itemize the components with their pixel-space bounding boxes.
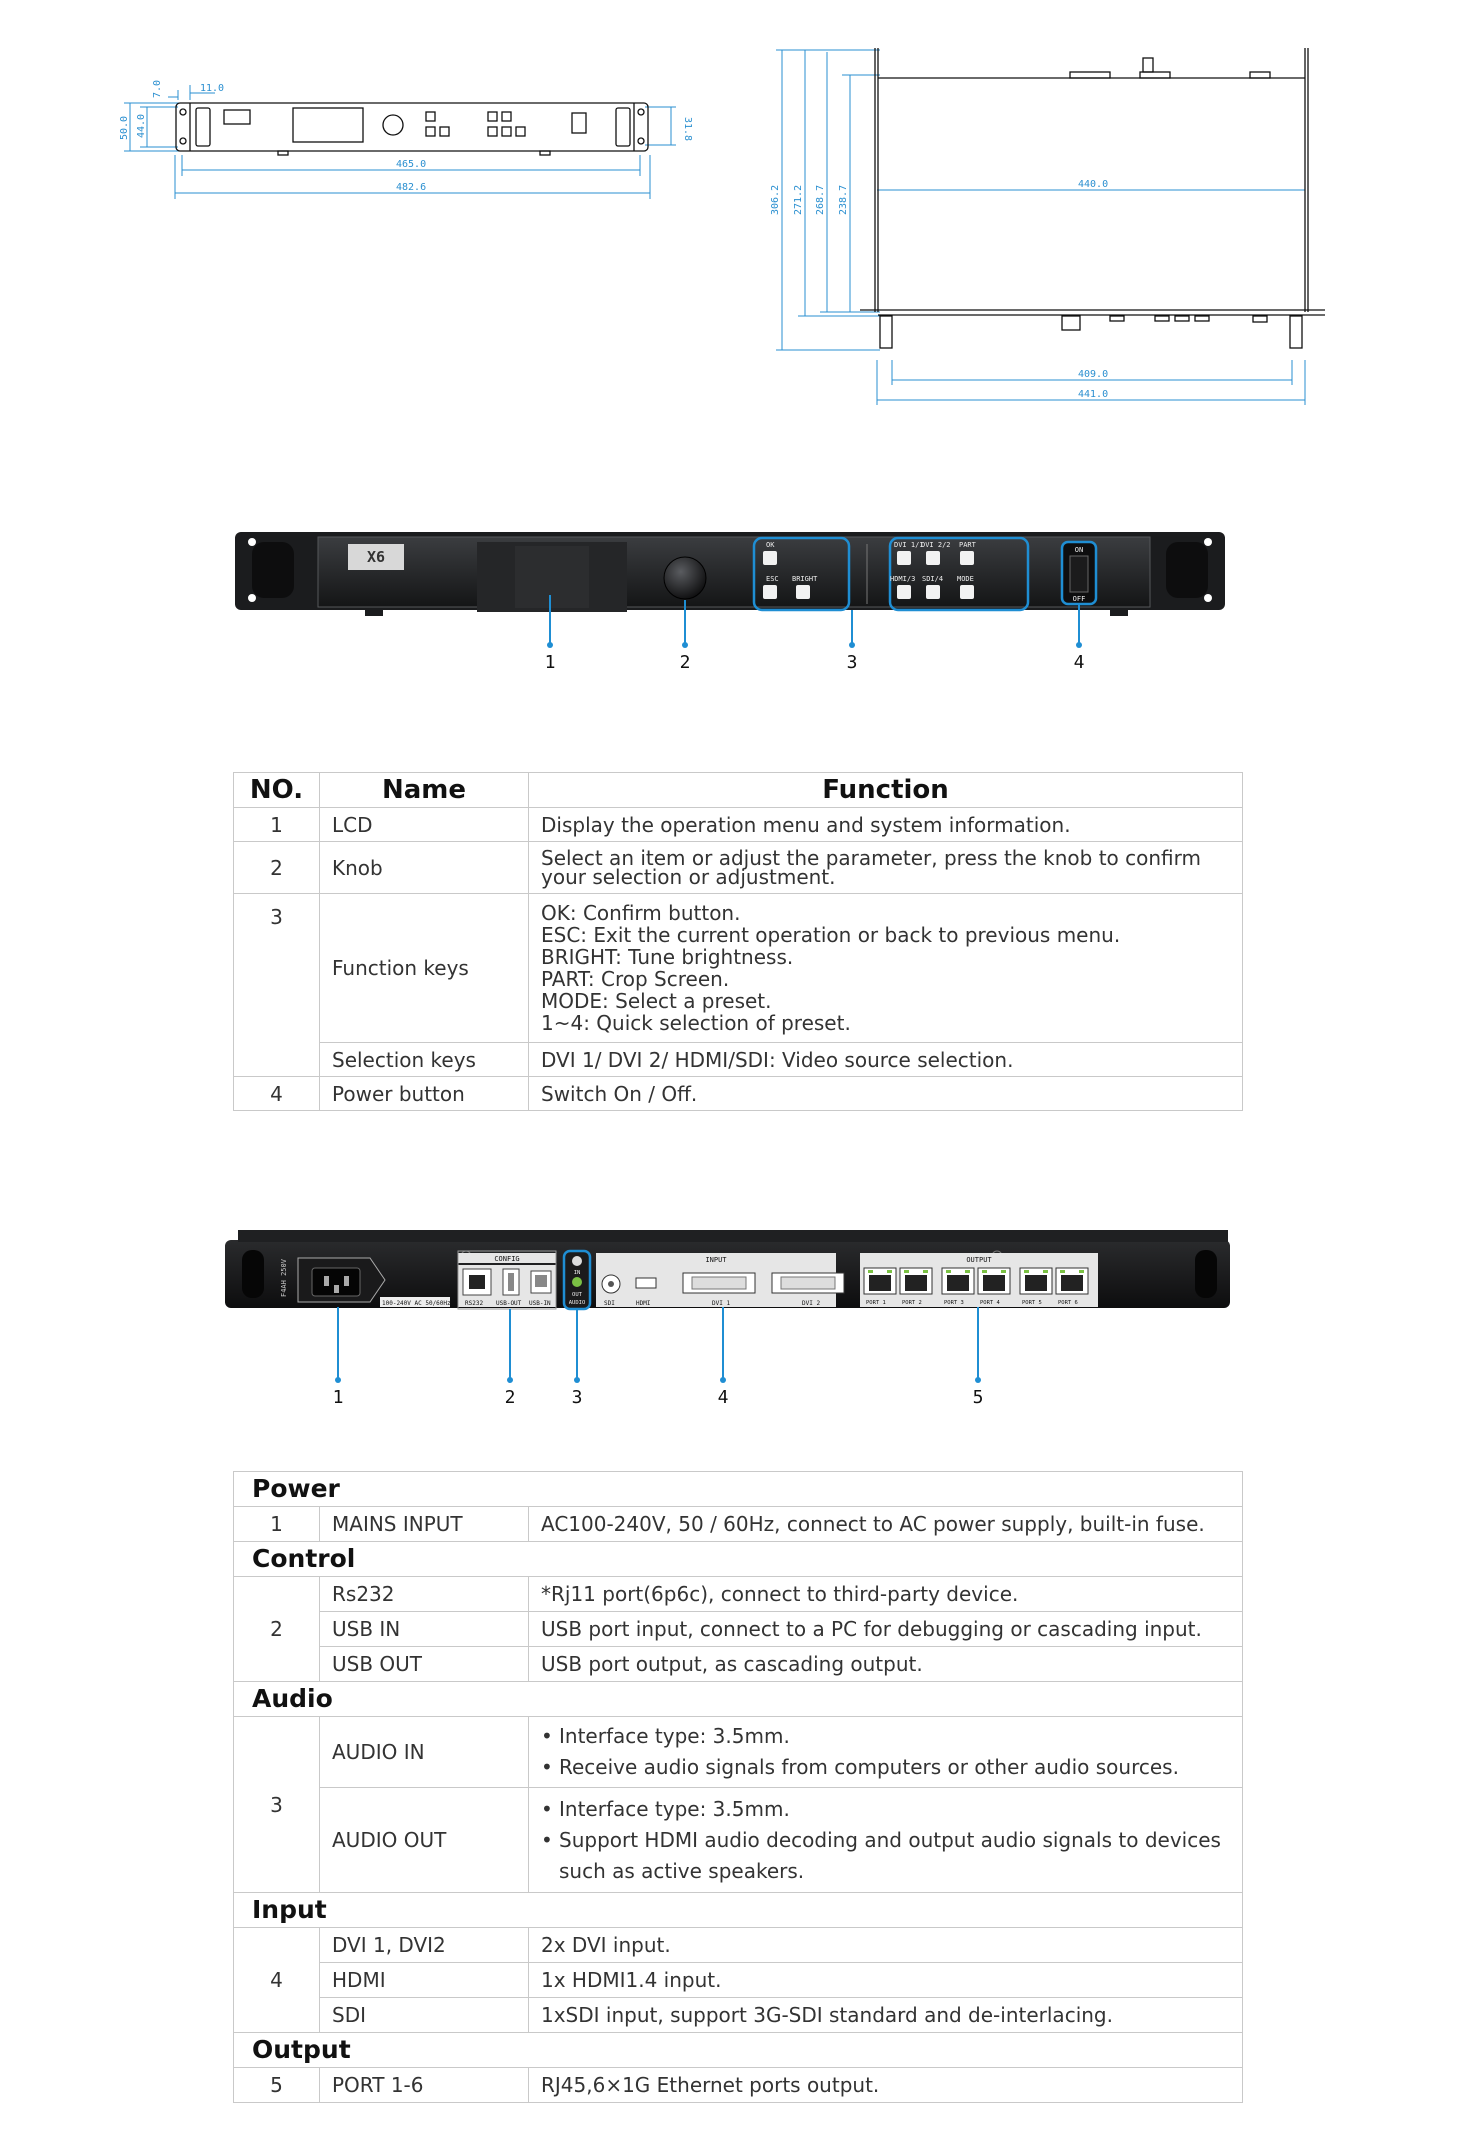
front-key-bright[interactable] (796, 585, 810, 599)
table-row: AUDIO OUT Interface type: 3.5mm. Support… (234, 1787, 1244, 1893)
table-row: 2 Rs232 *Rj11 port(6p6c), connect to thi… (233, 1576, 1244, 1682)
front-key-label-ok: OK (766, 541, 775, 549)
front-key-label-hdmi: HDMI/3 (890, 575, 915, 583)
dim-side-2: 268.7 (815, 185, 826, 215)
port-sdi: SDI (604, 1300, 615, 1307)
table-row: 3 Function keys OK: Confirm button. ESC:… (233, 893, 1243, 1077)
table-row: 5 PORT 1-6 RJ45,6×1G Ethernet ports outp… (233, 2067, 1244, 2103)
front-key-part[interactable] (960, 551, 974, 565)
dim-front-3: 44.0 (136, 114, 147, 138)
front-key-label-sdi: SDI/4 (922, 575, 943, 583)
table-row: 2 Knob Select an item or adjust the para… (233, 841, 1243, 894)
front-callout-2: 2 (680, 652, 691, 673)
front-key-sdi[interactable] (926, 585, 940, 599)
port-3-label: PORT 3 (944, 1300, 964, 1306)
front-key-dvi1[interactable] (897, 551, 911, 565)
table-row: 1 MAINS INPUT AC100-240V, 50 / 60Hz, con… (233, 1506, 1244, 1542)
table-row: 4 DVI 1, DVI2 2x DVI input. (233, 1927, 1244, 2033)
header-function: Function (528, 772, 1243, 808)
dim-side-6: 441.0 (1078, 389, 1108, 400)
rear-panel-table: Power 1 MAINS INPUT AC100-240V, 50 / 60H… (232, 1471, 1244, 2103)
table-row: SDI 1xSDI input, support 3G-SDI standard… (234, 1997, 1244, 2033)
front-logo: X6 (367, 548, 385, 566)
front-key-esc[interactable] (763, 585, 777, 599)
group-output: OUTPUT (966, 1256, 992, 1264)
table-row: 1 LCD Display the operation menu and sys… (233, 807, 1243, 842)
section-output: Output (232, 2032, 1244, 2068)
dim-side-3: 238.7 (838, 185, 849, 215)
rear-callout-3: 3 (572, 1387, 583, 1408)
table-row: 3 AUDIO IN Interface type: 3.5mm. Receiv… (233, 1716, 1244, 1893)
table-row: 4 Power button Switch On / Off. (233, 1076, 1243, 1111)
port-4-label: PORT 4 (980, 1300, 1001, 1306)
section-control: Control (232, 1541, 1244, 1577)
front-key-mode[interactable] (960, 585, 974, 599)
port-usb-in: USB-IN (529, 1300, 551, 1307)
front-key-label-bright: BRIGHT (792, 575, 818, 583)
audio-out-label: OUT (572, 1292, 583, 1298)
switch-on-label: ON (1075, 546, 1083, 554)
group-input: INPUT (705, 1256, 727, 1264)
rear-callout-1: 1 (333, 1387, 344, 1408)
switch-off-label: OFF (1073, 595, 1086, 603)
header-no: NO. (233, 772, 320, 808)
front-dimension-drawing: 11.0 7.0 50.0 44.0 31.8 465.0 482.6 (119, 80, 693, 199)
dim-front-5: 465.0 (396, 159, 426, 170)
dim-front-1: 7.0 (152, 80, 163, 98)
table-row: HDMI 1x HDMI1.4 input. (234, 1962, 1244, 1998)
dim-side-0: 306.2 (770, 185, 781, 215)
dim-front-2: 50.0 (119, 116, 130, 140)
table-row: Selection keys DVI 1/ DVI 2/ HDMI/SDI: V… (234, 1042, 1243, 1077)
header-name: Name (319, 772, 529, 808)
rear-callout-4: 4 (718, 1387, 729, 1408)
rear-callout-2: 2 (505, 1387, 516, 1408)
audio-label: AUDIO (569, 1300, 586, 1306)
front-key-ok[interactable] (763, 551, 777, 565)
front-key-label-esc: ESC (766, 575, 779, 583)
ac-label: 100-240V AC 50/60Hz (382, 1300, 451, 1307)
front-callout-4: 4 (1074, 652, 1085, 673)
table-row: USB OUT USB port output, as cascading ou… (234, 1646, 1244, 1682)
front-panel-illustration: X6 OK ESC BRIGHT DVI 1/1 DVI 2/2 PART HD… (235, 532, 1225, 673)
table-row: USB IN USB port input, connect to a PC f… (234, 1611, 1244, 1647)
port-rs232: RS232 (465, 1300, 483, 1307)
port-6-label: PORT 6 (1058, 1300, 1078, 1306)
dim-front-0: 11.0 (200, 83, 224, 94)
front-key-label-mode: MODE (957, 575, 974, 583)
dim-front-4: 31.8 (682, 117, 693, 141)
audio-in-label: IN (574, 1270, 581, 1276)
dim-side-1: 271.2 (793, 185, 804, 215)
port-2-label: PORT 2 (902, 1300, 922, 1306)
section-power: Power (232, 1471, 1244, 1507)
port-5-label: PORT 5 (1022, 1300, 1042, 1306)
port-usb-out: USB-OUT (496, 1300, 522, 1307)
front-panel-table: NO. Name Function 1 LCD Display the oper… (233, 772, 1243, 1111)
fuse-label: F4AH 250V (280, 1258, 288, 1297)
dim-side-4: 440.0 (1078, 179, 1108, 190)
rear-callout-5: 5 (973, 1387, 984, 1408)
front-callout-3: 3 (847, 652, 858, 673)
dim-side-5: 409.0 (1078, 369, 1108, 380)
front-key-label-part: PART (959, 541, 977, 549)
port-dvi1: DVI 1 (712, 1300, 730, 1307)
port-hdmi: HDMI (636, 1300, 651, 1307)
front-key-hdmi[interactable] (897, 585, 911, 599)
section-input: Input (232, 1892, 1244, 1928)
front-key-label-dvi1: DVI 1/1 (894, 541, 924, 549)
front-key-label-dvi2: DVI 2/2 (921, 541, 951, 549)
port-dvi2: DVI 2 (802, 1300, 820, 1307)
dim-front-6: 482.6 (396, 182, 426, 193)
group-config: CONFIG (494, 1255, 519, 1263)
side-dimension-drawing: 306.2 271.2 268.7 238.7 440.0 409.0 441.… (770, 48, 1325, 405)
port-1-label: PORT 1 (866, 1300, 886, 1306)
front-key-dvi2[interactable] (926, 551, 940, 565)
rear-panel-illustration: F4AH 250V 100-240V AC 50/60Hz CONFIG RS2… (225, 1230, 1230, 1408)
section-audio: Audio (232, 1681, 1244, 1717)
front-callout-1: 1 (545, 652, 556, 673)
